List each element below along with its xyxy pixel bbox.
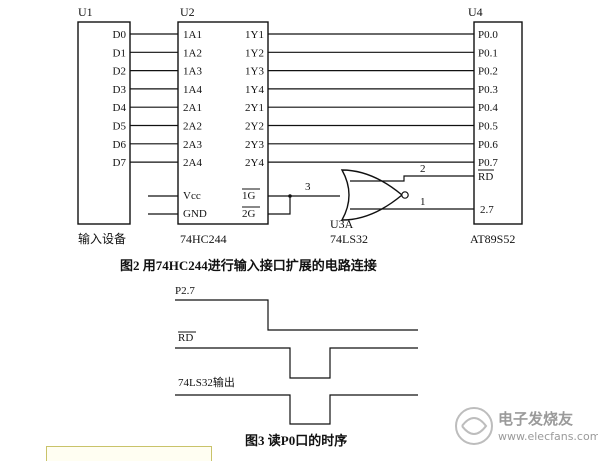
enable-tie-wire [268, 195, 291, 215]
p27-waveform [175, 299, 418, 331]
u2-output-pin-label: 1Y4 [245, 84, 264, 96]
u4-pin-label: P0.6 [478, 139, 498, 151]
signal-label-or-output: 74LS32输出 [178, 375, 235, 389]
u3a-ref-label: U3A [330, 217, 354, 231]
u4-pin-label: P0.0 [478, 29, 498, 41]
u1-pin-label: D2 [113, 66, 126, 78]
u2-vcc-label: Vcc [183, 190, 201, 202]
u2-input-pin-label: 1A4 [183, 84, 202, 96]
rd-waveform [175, 347, 418, 379]
u2-input-pin-label: 2A4 [183, 157, 202, 169]
u4-pin-label: P0.1 [478, 47, 498, 59]
u2-1g-label: 1G [242, 190, 256, 202]
figure-2-caption: 图2 用74HC244进行输入接口扩展的电路连接 [120, 258, 377, 273]
figure-3: P2.7 RD 74LS32输出 图3 读P0口的时序 [175, 285, 418, 448]
u2-name-label: 74HC244 [180, 232, 227, 246]
u2-gnd-label: GND [183, 208, 207, 220]
watermark: 电子发烧友 www.elecfans.com [448, 400, 600, 452]
or-input-2-pin-number: 2 [420, 163, 426, 175]
u2-output-pin-label: 2Y2 [245, 121, 264, 133]
u4-pin-label: P0.5 [478, 121, 498, 133]
u1-pin-label: D7 [113, 157, 127, 169]
u1-pin-label: D1 [113, 47, 126, 59]
u4-p27-label: 2.7 [480, 204, 494, 216]
u1-pin-label: D3 [113, 84, 127, 96]
u2-input-pin-label: 1A2 [183, 47, 202, 59]
u1-name-label: 输入设备 [78, 231, 126, 246]
u2-output-pin-label: 1Y3 [245, 66, 264, 78]
u2-output-pin-label: 2Y1 [245, 102, 264, 114]
watermark-url: www.elecfans.com [498, 430, 598, 443]
or-output-pin-number: 3 [305, 181, 311, 193]
u2-ref-label: U2 [180, 5, 195, 19]
signal-label-p27: P2.7 [175, 285, 195, 297]
u1-input-device-box [77, 21, 131, 225]
u2-input-pin-label: 1A3 [183, 66, 202, 78]
rd-wire [350, 175, 474, 182]
u4-pin-label: P0.4 [478, 102, 498, 114]
signal-label-rd: RD [178, 332, 193, 344]
u2-output-pin-label: 2Y3 [245, 139, 264, 151]
u4-at89s52-box [473, 21, 523, 225]
junction-dot [288, 194, 292, 198]
u1-pin-label: D0 [113, 29, 127, 41]
u2-input-pin-label: 2A2 [183, 121, 202, 133]
u1-pin-label: D6 [113, 139, 127, 151]
or-gate-symbol [340, 169, 404, 221]
u1-ref-label: U1 [78, 5, 93, 19]
or-output-waveform [175, 394, 418, 425]
data-bus [130, 33, 474, 163]
u4-rd-label: RD [478, 171, 493, 183]
or-input-1-pin-number: 1 [420, 196, 426, 208]
pin-labels: D0 1A1 1Y1 P0.0D1 1A2 1Y2 P0.1D2 1A3 1Y3 P0.2D3 1A… [113, 29, 499, 169]
u1-pin-label: D4 [113, 102, 127, 114]
u2-2g-label: 2G [242, 208, 256, 220]
u2-input-pin-label: 1A1 [183, 29, 202, 41]
or-gate-inversion-bubble [401, 191, 409, 199]
u4-pin-label: P0.7 [478, 157, 498, 169]
u2-input-pin-label: 2A1 [183, 102, 202, 114]
u4-ref-label: U4 [468, 5, 483, 19]
u2-74hc244-box [177, 21, 269, 225]
figure-2: U1 U2 U4 D0 1A1 1Y1 P0.0D1 1A2 1Y2 P0.1D2 1A3 1Y… [77, 5, 523, 273]
u2-input-pin-label: 2A3 [183, 139, 202, 151]
u4-pin-label: P0.2 [478, 66, 498, 78]
u2-output-pin-label: 2Y4 [245, 157, 264, 169]
u2-output-pin-label: 1Y1 [245, 29, 264, 41]
figure-3-caption: 图3 读P0口的时序 [245, 433, 347, 448]
u4-name-label: AT89S52 [470, 232, 515, 246]
watermark-brand: 电子发烧友 [498, 410, 573, 428]
u1-pin-label: D5 [113, 121, 127, 133]
corner-frame [46, 446, 212, 461]
u4-pin-label: P0.3 [478, 84, 498, 96]
u2-output-pin-label: 1Y2 [245, 47, 264, 59]
watermark-logo-icon: 电子发烧友 www.elecfans.com [455, 407, 600, 445]
u3-part-label: 74LS32 [330, 232, 368, 246]
